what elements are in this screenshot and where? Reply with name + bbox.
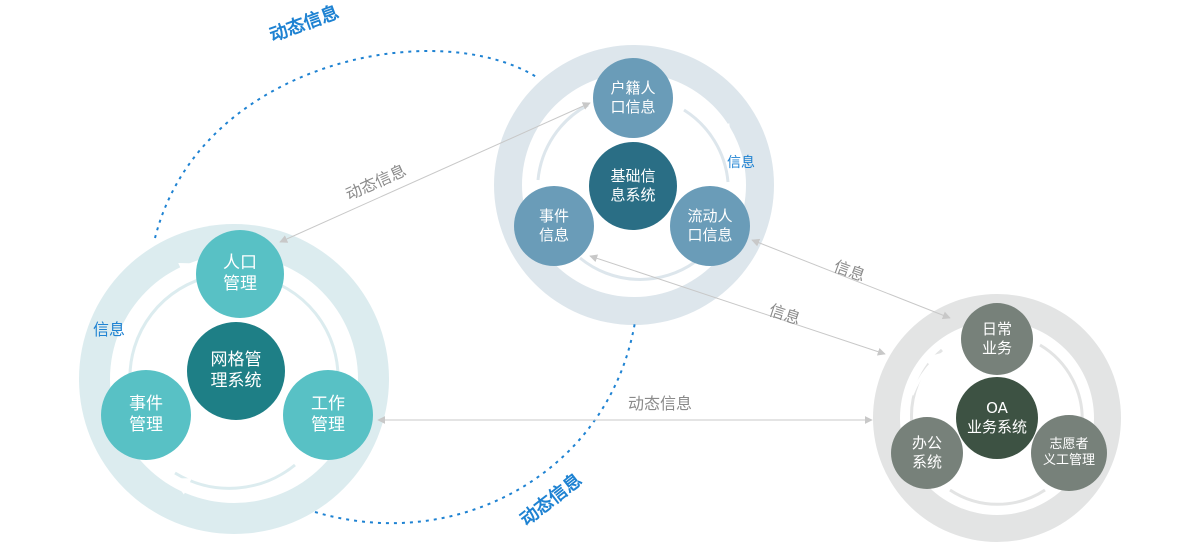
grid-cycle-arc-left [128, 274, 213, 383]
bottom-dynamic-link [314, 321, 636, 525]
grid-center-node: 网格管 理系统 [187, 322, 285, 420]
basic-node-event: 事件 信息 [514, 186, 594, 266]
basic-ring-arrow-right [699, 108, 733, 143]
oa-cycle-arc-bottom [949, 488, 1046, 506]
basic-cycle-label: 信息 [727, 155, 755, 171]
basic-oa-arrow-2 [589, 254, 886, 356]
basic-cycle-arc-right [683, 108, 730, 183]
basic-center-node: 基础信 息系统 [589, 142, 677, 230]
oa-ring-arrow-left [910, 352, 943, 396]
top-dynamic-link [154, 50, 539, 239]
grid-ring-arrow-top [148, 262, 199, 301]
grid-cycle-label: 信息 [93, 320, 126, 339]
grid-ring-arrow-bottom [171, 478, 291, 495]
grid-node-work: 工作 管理 [283, 370, 373, 460]
oa-node-office: 办公 系统 [891, 417, 963, 489]
oa-center-node: OA 业务系统 [956, 377, 1038, 459]
basic-node-floating: 流动人 口信息 [670, 186, 750, 266]
oa-cycle-arc-right [1039, 343, 1084, 426]
grid-node-population: 人口 管理 [196, 230, 284, 318]
basic-node-registered: 户籍人 口信息 [593, 58, 673, 138]
oa-node-daily: 日常 业务 [961, 303, 1033, 375]
grid-oa-label: 动态信息 [628, 394, 693, 413]
grid-basic-arrow [279, 102, 591, 243]
oa-node-volunteer: 志愿者 义工管理 [1031, 415, 1107, 491]
grid-node-event: 事件 管理 [101, 370, 191, 460]
